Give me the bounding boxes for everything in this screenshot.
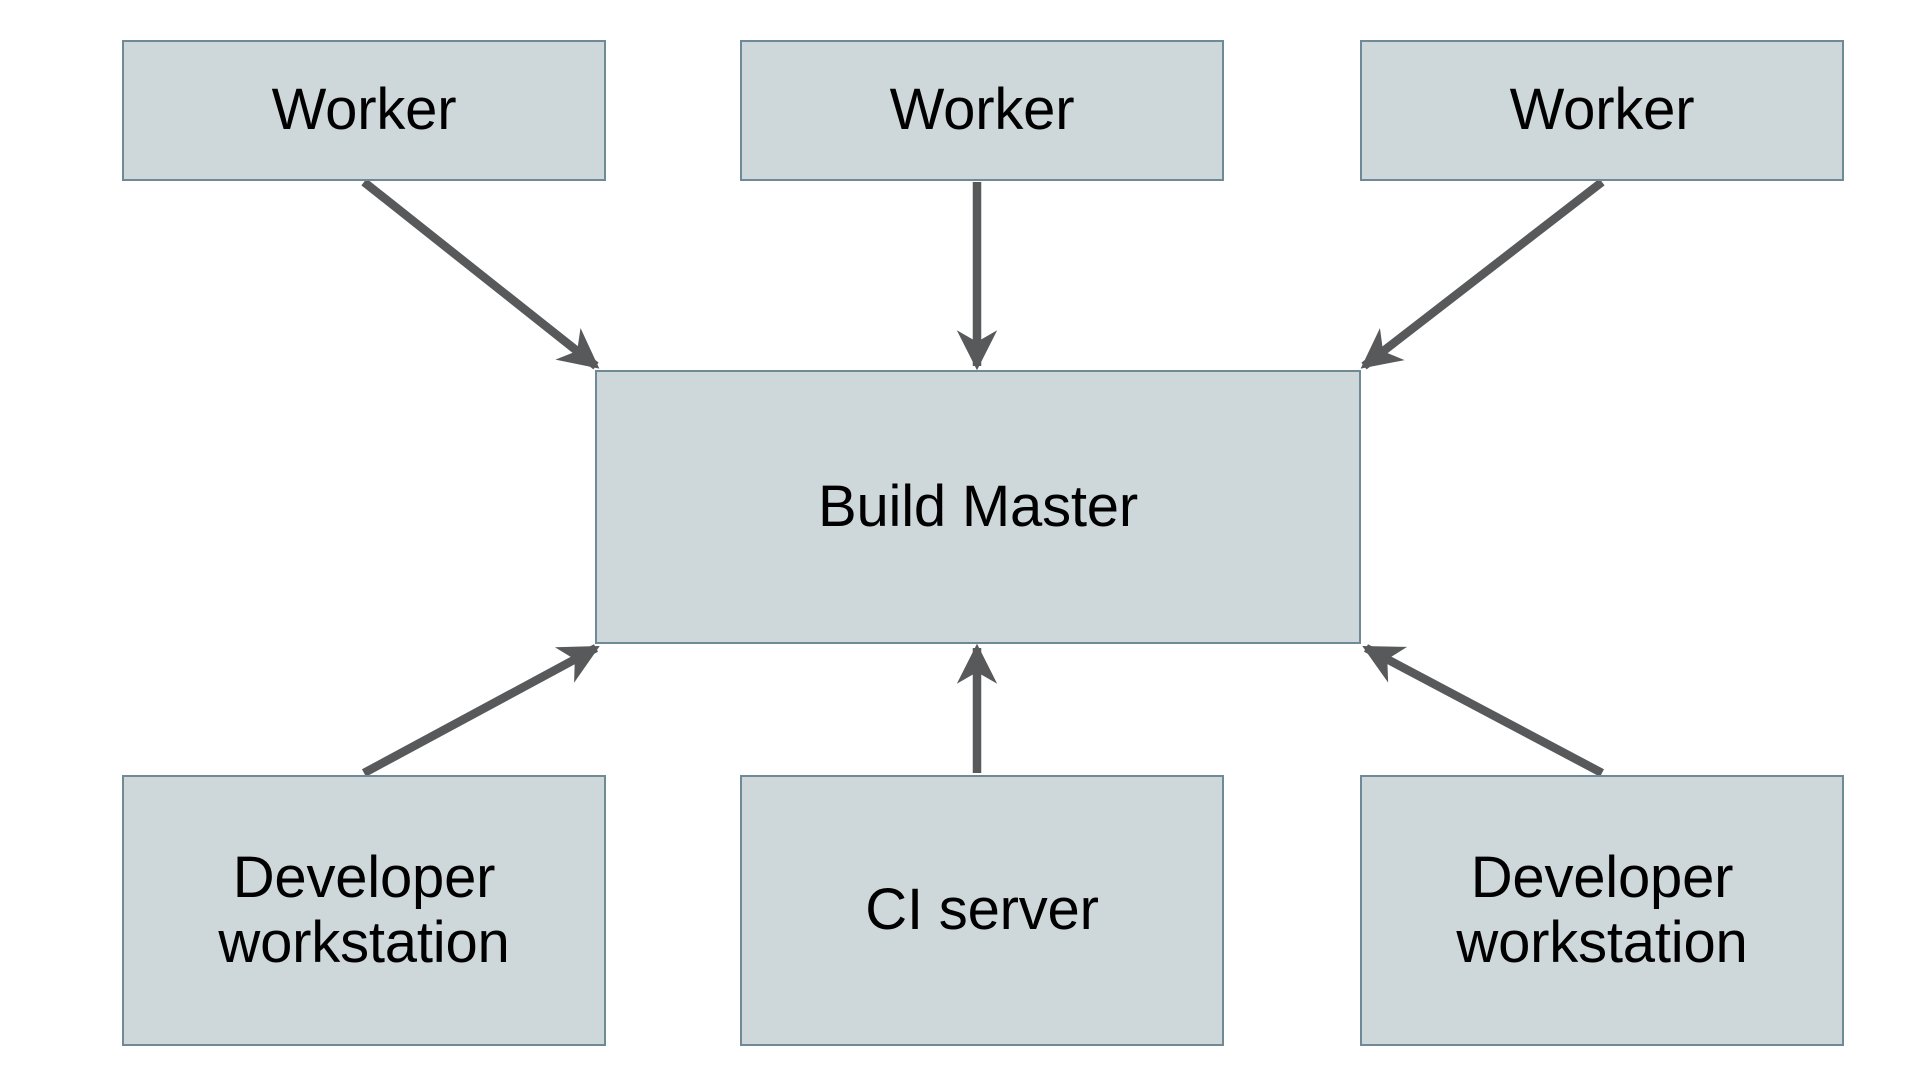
node-ci-server-label: CI server xyxy=(865,877,1099,943)
node-worker-2[interactable]: Worker xyxy=(740,40,1224,181)
node-worker-1[interactable]: Worker xyxy=(122,40,606,181)
edge-worker-3-to-build-master xyxy=(1360,178,1605,370)
edge-worker-1-to-build-master xyxy=(361,178,600,370)
node-ci-server[interactable]: CI server xyxy=(740,775,1224,1046)
node-build-master[interactable]: Build Master xyxy=(595,370,1361,644)
node-developer-workstation-right-label: Developer workstation xyxy=(1456,844,1748,975)
node-worker-3-label: Worker xyxy=(1509,77,1695,143)
node-developer-workstation-left[interactable]: Developer workstation xyxy=(122,775,606,1046)
node-developer-workstation-right[interactable]: Developer workstation xyxy=(1360,775,1844,1046)
node-worker-2-label: Worker xyxy=(889,77,1075,143)
node-developer-workstation-left-label: Developer workstation xyxy=(218,844,510,975)
node-build-master-label: Build Master xyxy=(818,473,1138,539)
edge-developer-workstation-left-to-build-master xyxy=(361,644,600,777)
node-worker-1-label: Worker xyxy=(271,77,457,143)
node-worker-3[interactable]: Worker xyxy=(1360,40,1844,181)
edge-developer-workstation-right-to-build-master xyxy=(1362,644,1604,777)
